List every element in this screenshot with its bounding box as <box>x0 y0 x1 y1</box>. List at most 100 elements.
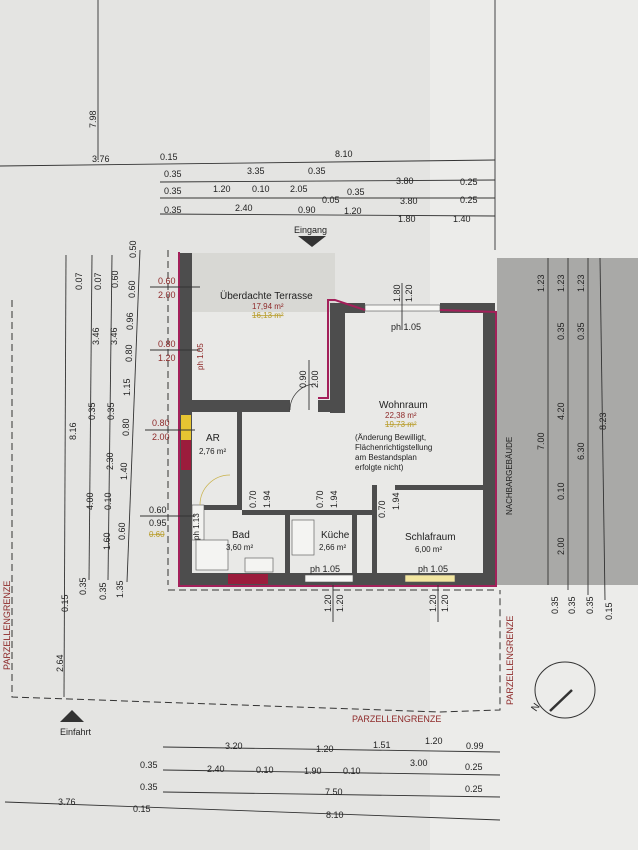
dim-label: 1.20 <box>213 184 231 194</box>
door-swing <box>199 474 231 506</box>
opening-label: ph 1.05 <box>391 322 421 332</box>
dim-label: 0.35 <box>87 402 97 420</box>
opening-label: 0.80 <box>152 418 170 428</box>
opening-label: 1.20 <box>158 353 176 363</box>
dim-label: 3.00 <box>410 758 428 768</box>
room-area-ar: 2,76 m² <box>199 447 226 456</box>
dim-label: 0.10 <box>103 492 113 510</box>
door-height-label: 1.94 <box>262 490 272 508</box>
dim-label: 3.80 <box>396 176 414 186</box>
dim-label: 0.35 <box>585 596 595 614</box>
dim-label: 4.00 <box>85 492 95 510</box>
dim-label: 0.35 <box>98 582 108 600</box>
dim-label: 1.23 <box>576 274 586 292</box>
dim-label: 0.90 <box>298 205 316 215</box>
dim-label: 2.64 <box>55 654 65 672</box>
room-area-wohnraum: 22,38 m² <box>385 411 417 420</box>
right-dimensions: 1.23 7.00 0.35 1.23 0.35 4.20 0.10 2.00 … <box>536 257 614 620</box>
opening-labels: 0.60 2.00 0.80 1.20 ph 1.05 0.80 2.00 0.… <box>140 276 450 622</box>
opening-label: ph 1.05 <box>310 564 340 574</box>
dim-label: 0.35 <box>164 205 182 215</box>
room-name-kueche: Küche <box>321 530 350 541</box>
dim-label: 0.25 <box>460 195 478 205</box>
door-swing <box>289 383 317 411</box>
dim-label: 0.07 <box>74 272 84 290</box>
dim-label: 6.30 <box>576 442 586 460</box>
neighbour-building <box>497 258 638 585</box>
driveway-arrow-icon <box>60 710 84 722</box>
opening-label: 1.20 <box>440 594 450 612</box>
window-top <box>364 304 441 312</box>
opening-label: 1.20 <box>323 594 333 612</box>
dim-label: 0.35 <box>308 166 326 176</box>
room-labels: Überdachte Terrasse 17,94 m² 16,13 m² Wo… <box>199 290 456 554</box>
parcel-label-left: PARZELLENGRENZE <box>2 581 12 670</box>
dim-label: 0.35 <box>106 402 116 420</box>
opening-label: ph 1.05 <box>196 343 205 370</box>
dim-label: 1.35 <box>115 580 125 598</box>
dim-label: 0.10 <box>343 766 361 776</box>
dim-label: 3.76 <box>58 797 76 807</box>
opening-label: ph 1.13 <box>192 513 201 540</box>
dim-label: 0.60 <box>110 270 120 288</box>
dim-label: 0.10 <box>252 184 270 194</box>
room-area-terrace: 17,94 m² <box>252 302 284 311</box>
dim-label: 0.25 <box>465 784 483 794</box>
dim-label: 7.50 <box>325 787 343 797</box>
opening-label: 0.60 <box>149 505 167 515</box>
dim-label: 2.30 <box>105 452 115 470</box>
dim-label: 0.25 <box>465 762 483 772</box>
room-area-schlafraum: 6,00 m² <box>415 545 442 554</box>
dim-label: 1.40 <box>119 462 129 480</box>
dim-label: 0.15 <box>133 804 151 814</box>
dim-label: 0.35 <box>576 322 586 340</box>
opening-label: 1.20 <box>404 284 414 302</box>
door-left <box>181 415 191 440</box>
building <box>178 252 497 587</box>
door-height-label: 1.94 <box>329 490 339 508</box>
dim-label: 8.16 <box>68 422 78 440</box>
dim-label: 0.07 <box>93 272 103 290</box>
opening-label: 0.80 <box>158 339 176 349</box>
parcel-boundary: PARZELLENGRENZE PARZELLENGRENZE PARZELLE… <box>2 250 515 724</box>
shower-tray <box>195 539 229 571</box>
dim-label: 7.98 <box>88 110 98 128</box>
window-kitchen <box>304 574 354 583</box>
opening-label: ph 1.05 <box>418 564 448 574</box>
dim-label: 0.35 <box>140 760 158 770</box>
dim-label: 3.76 <box>92 154 110 164</box>
door-width-label: 0.70 <box>248 490 258 508</box>
dim-label: 1.80 <box>398 214 416 224</box>
opening-label: 2.00 <box>158 290 176 300</box>
opening-label: 2.00 <box>152 432 170 442</box>
dim-label: 0.35 <box>140 782 158 792</box>
dim-label: 0.96 <box>125 312 135 330</box>
dim-label: 8.23 <box>598 412 608 430</box>
dim-label: 0.35 <box>550 596 560 614</box>
bottom-dimensions: 3.20 1.20 1.51 1.20 0.99 0.35 2.40 0.10 … <box>4 736 501 821</box>
door-height-label: 1.94 <box>391 492 401 510</box>
dim-label: 0.25 <box>460 177 478 187</box>
driveway-label: Einfahrt <box>60 727 92 737</box>
dim-label: 2.05 <box>290 184 308 194</box>
room-name-bad: Bad <box>232 530 250 541</box>
opening-label: 1.20 <box>428 594 438 612</box>
opening-label: 1.20 <box>335 594 345 612</box>
dim-label: 0.35 <box>556 322 566 340</box>
dim-label: 0.35 <box>164 169 182 179</box>
dim-label: 0.15 <box>160 152 178 162</box>
room-area-old-wohnraum: 19,73 m² <box>385 420 417 429</box>
dim-label: 4.20 <box>556 402 566 420</box>
dim-label: 0.35 <box>347 187 365 197</box>
dim-label: 3.35 <box>247 166 265 176</box>
opening-label: 0.60 <box>149 530 165 539</box>
left-dimensions: 0.07 8.16 0.15 0.07 3.46 0.35 4.00 0.35 … <box>55 240 141 698</box>
opening-label: 0.95 <box>149 518 167 528</box>
dim-label: 1.60 <box>102 532 112 550</box>
dim-label: 0.80 <box>124 344 134 362</box>
dim-label: 1.51 <box>373 740 391 750</box>
dim-label: 3.20 <box>225 741 243 751</box>
dim-label: 8.10 <box>326 810 344 820</box>
parcel-label-right: PARZELLENGRENZE <box>505 616 515 705</box>
room-name-wohnraum: Wohnraum <box>379 400 428 411</box>
